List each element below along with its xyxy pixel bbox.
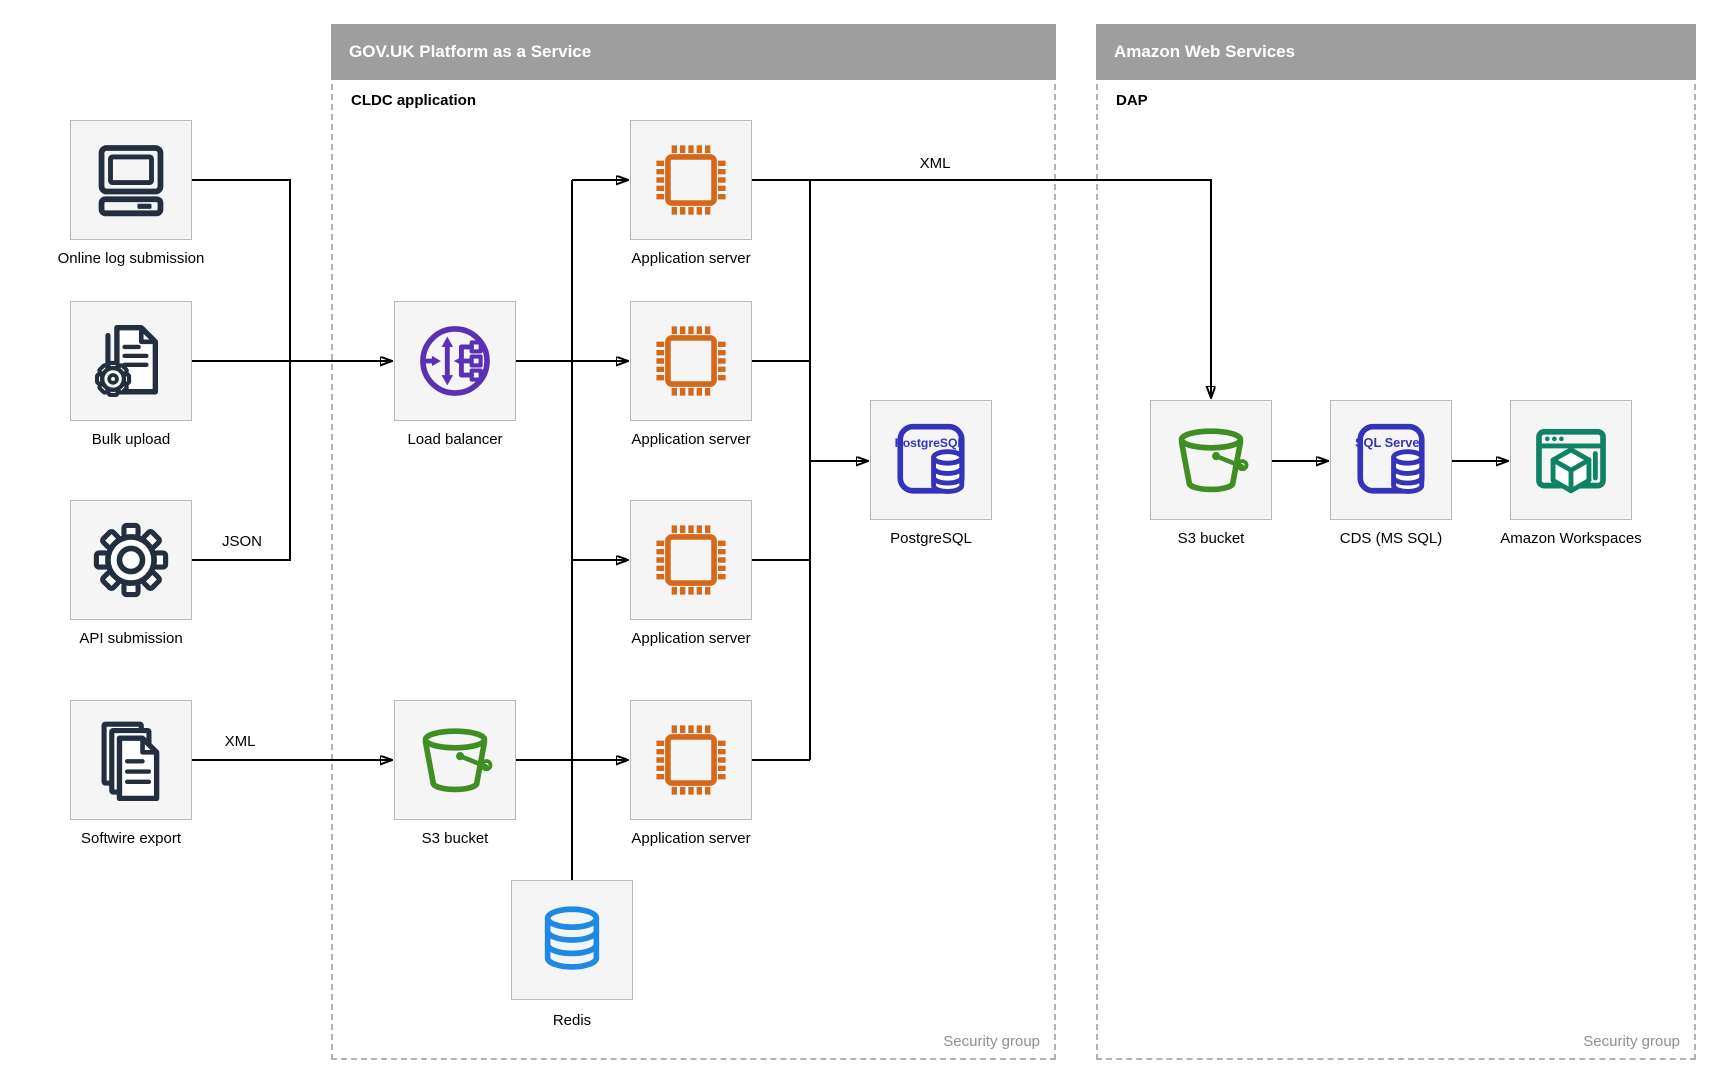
group-aws-sublabel: DAP bbox=[1116, 92, 1148, 109]
node-postgresql[interactable]: PostgreSQL bbox=[870, 400, 992, 520]
postgresql-database-icon: PostgreSQL bbox=[895, 423, 966, 494]
edge-label-json: JSON bbox=[218, 533, 266, 550]
gear-icon bbox=[93, 522, 169, 598]
node-online-log-submission[interactable] bbox=[70, 120, 192, 240]
node-app-server-2[interactable] bbox=[630, 301, 752, 421]
group-aws-header: Amazon Web Services bbox=[1096, 24, 1696, 80]
node-label-redis: Redis bbox=[552, 1012, 592, 1029]
cpu-chip-icon bbox=[656, 525, 726, 595]
node-label-bulk-upload: Bulk upload bbox=[91, 431, 171, 448]
group-govuk-header: GOV.UK Platform as a Service bbox=[331, 24, 1056, 80]
svg-text:PostgreSQL: PostgreSQL bbox=[895, 436, 966, 450]
node-label-app-server-3: Application server bbox=[631, 630, 751, 647]
svg-text:SQL Server: SQL Server bbox=[1355, 435, 1424, 450]
node-bulk-upload[interactable] bbox=[70, 301, 192, 421]
group-govuk-sublabel: CLDC application bbox=[351, 92, 477, 109]
node-label-online-log: Online log submission bbox=[57, 250, 205, 267]
node-label-cds: CDS (MS SQL) bbox=[1339, 530, 1443, 547]
desktop-computer-icon bbox=[98, 145, 164, 217]
cpu-chip-icon bbox=[656, 725, 726, 795]
node-softwire-export[interactable] bbox=[70, 700, 192, 820]
group-govuk-security-group-label: Security group bbox=[943, 1033, 1040, 1050]
workspaces-icon bbox=[1536, 428, 1606, 494]
edge-online-merge bbox=[192, 179, 291, 561]
node-label-s3-aws: S3 bucket bbox=[1177, 530, 1245, 547]
group-aws-security-group-label: Security group bbox=[1583, 1033, 1680, 1050]
node-label-postgresql: PostgreSQL bbox=[890, 530, 972, 547]
group-aws: Amazon Web Services DAP Security group bbox=[1096, 24, 1696, 1060]
node-label-workspaces: Amazon Workspaces bbox=[1500, 530, 1642, 547]
document-gear-icon bbox=[94, 324, 159, 398]
node-label-softwire-export: Softwire export bbox=[80, 830, 182, 847]
node-app-server-3[interactable] bbox=[630, 500, 752, 620]
group-govuk-paas: GOV.UK Platform as a Service CLDC applic… bbox=[331, 24, 1056, 1060]
node-label-api-submission: API submission bbox=[79, 630, 183, 647]
node-api-submission[interactable] bbox=[70, 500, 192, 620]
s3-bucket-icon bbox=[422, 728, 493, 793]
cpu-chip-icon bbox=[656, 145, 726, 215]
node-cds-ms-sql[interactable]: SQL Server bbox=[1330, 400, 1452, 520]
node-label-app-server-4: Application server bbox=[631, 830, 751, 847]
document-stack-icon bbox=[101, 721, 160, 801]
cpu-chip-icon bbox=[656, 326, 726, 396]
database-cylinder-icon bbox=[544, 906, 600, 970]
node-label-app-server-1: Application server bbox=[631, 250, 751, 267]
node-label-app-server-2: Application server bbox=[631, 431, 751, 448]
node-s3-bucket-aws[interactable] bbox=[1150, 400, 1272, 520]
node-amazon-workspaces[interactable] bbox=[1510, 400, 1632, 520]
edge-label-xml-dap: XML bbox=[916, 155, 954, 172]
node-app-server-1[interactable] bbox=[630, 120, 752, 240]
node-redis[interactable] bbox=[511, 880, 633, 1000]
node-label-s3-govuk: S3 bucket bbox=[421, 830, 489, 847]
s3-bucket-icon bbox=[1178, 428, 1249, 493]
load-balancer-icon bbox=[420, 326, 490, 396]
node-load-balancer[interactable] bbox=[394, 301, 516, 421]
edge-label-xml-softwire: XML bbox=[221, 733, 259, 750]
sql-server-database-icon: SQL Server bbox=[1355, 423, 1425, 494]
node-s3-bucket-govuk[interactable] bbox=[394, 700, 516, 820]
node-label-load-balancer: Load balancer bbox=[407, 431, 503, 448]
node-app-server-4[interactable] bbox=[630, 700, 752, 820]
